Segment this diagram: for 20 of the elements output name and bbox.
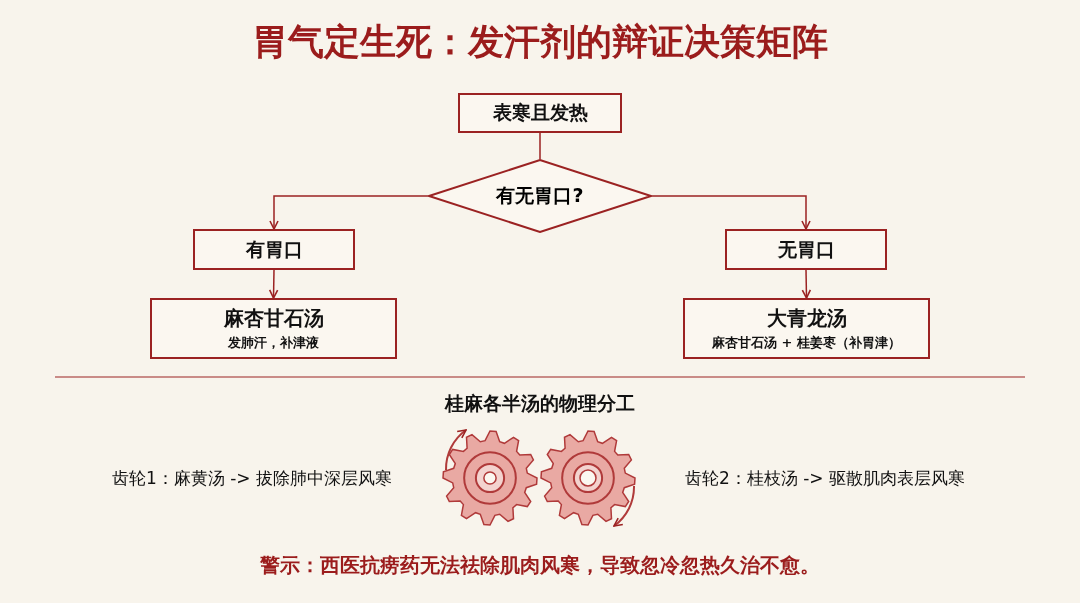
result-box bbox=[150, 298, 397, 359]
connector-line bbox=[539, 132, 541, 160]
process-box: 无胃口 bbox=[725, 229, 887, 270]
arrow bbox=[269, 195, 429, 230]
section-heading: 桂麻各半汤的物理分工 bbox=[445, 391, 635, 416]
formula-note: 麻杏甘石汤 + 桂姜枣（补胃津） bbox=[712, 334, 901, 352]
decision-diamond: 有无胃口? bbox=[428, 159, 652, 233]
process-box: 有胃口 bbox=[193, 229, 355, 270]
formula-name: 大青龙汤 bbox=[766, 305, 847, 332]
gear-caption: 齿轮1：麻黄汤 -> 拔除肺中深层风寒 bbox=[112, 466, 392, 490]
warning-note: 警示：西医抗痨药无法祛除肌肉风寒，导致忽冷忽热久治不愈。 bbox=[260, 551, 820, 579]
arrow bbox=[651, 195, 811, 230]
process-box: 表寒且发热 bbox=[458, 93, 622, 133]
result-box bbox=[683, 298, 930, 359]
arrow bbox=[801, 269, 812, 299]
formula-name: 麻杏甘石汤 bbox=[223, 305, 324, 332]
title: 胃气定生死：发汗剂的辩证决策矩阵 bbox=[251, 20, 829, 64]
gear-caption: 齿轮2：桂枝汤 -> 驱散肌肉表层风寒 bbox=[685, 466, 965, 490]
arrow bbox=[268, 269, 279, 299]
formula-note: 发肺汗，补津液 bbox=[228, 334, 319, 352]
